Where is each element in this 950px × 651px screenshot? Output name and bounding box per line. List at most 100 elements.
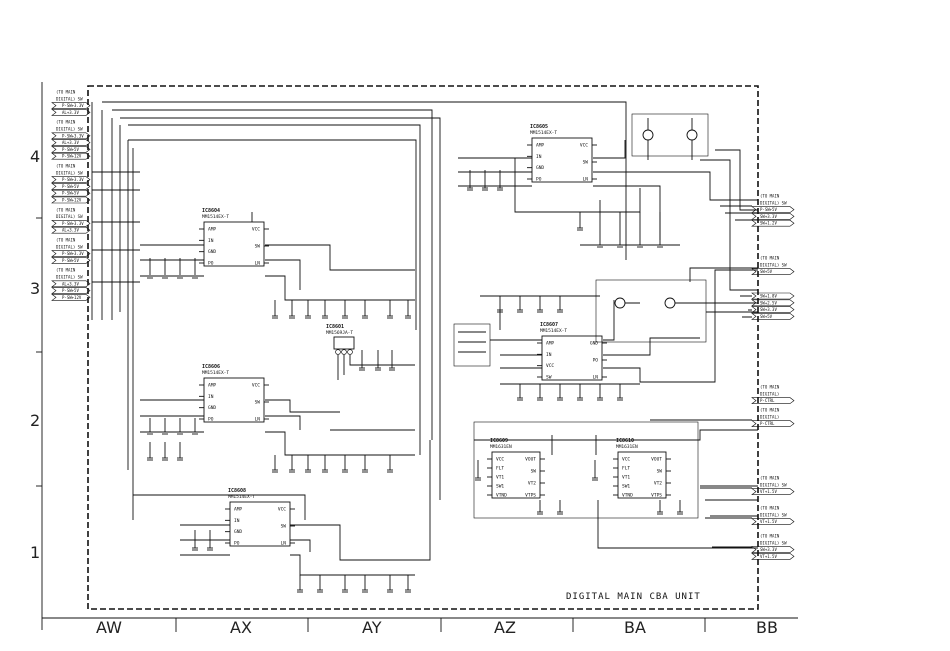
- ic-pin-label: SW: [531, 469, 537, 475]
- ic-pin-label: SW: [255, 244, 261, 250]
- connector-label: P-SW+3.3V: [62, 133, 84, 138]
- ic-pin-label: VCC: [622, 457, 630, 463]
- ic-pin-label: PO: [208, 261, 214, 267]
- ic-pin-label: LN: [255, 417, 261, 423]
- connector-label: SW+1.8V: [760, 294, 777, 299]
- connector-pin: [51, 152, 91, 160]
- ic-pin-label: VT2: [654, 481, 662, 487]
- connector-pin: [51, 139, 91, 146]
- connector-pin: [751, 397, 795, 404]
- connector-label: (TO MAIN: [56, 120, 76, 125]
- ic-pin-label: PO: [536, 177, 542, 183]
- connector-pin: [751, 313, 795, 320]
- connector-label: (TO MAIN: [760, 534, 780, 539]
- connector-label: P-SW+12V: [62, 198, 82, 203]
- ic-pin-label: SW: [546, 375, 552, 381]
- row-label: 2: [30, 411, 40, 430]
- ic-pin-label: IN: [546, 352, 552, 358]
- connector-pin: [751, 488, 795, 495]
- connector-label: DIGITAL) SW: [56, 214, 83, 219]
- ic-pin-label: IN: [536, 154, 542, 160]
- connector-pin: [51, 109, 91, 116]
- connector-pin: [51, 250, 91, 257]
- ic8601-block: IC8601 MM1569JA-T: [326, 324, 415, 380]
- connector-label: AL+3.3V: [62, 228, 79, 233]
- connector-label: P-SW+5V: [62, 191, 79, 196]
- connector-label: VT+1.5V: [760, 554, 777, 559]
- connector-pin: [751, 553, 795, 560]
- connector-pin: [51, 287, 91, 294]
- connector-pin: [751, 299, 795, 307]
- connector-label: DIGITAL) SW: [56, 127, 83, 132]
- connector-label: AL+3.3V: [62, 281, 79, 286]
- connector-pin: [751, 213, 795, 220]
- connector-label: (TO MAIN: [56, 238, 76, 243]
- row-labels: 4 3 2 1: [30, 147, 40, 562]
- connector-pin: [51, 176, 91, 183]
- connector-label: SW+3.3V: [760, 307, 777, 312]
- left-bus-wires: [91, 101, 627, 520]
- ic-pin-label: SW: [583, 160, 589, 166]
- ic-pin-label: VCC: [496, 457, 504, 463]
- ic-name: IC8609: [490, 438, 508, 444]
- ic-pin-label: SW: [255, 400, 261, 406]
- ic-pin-label: SW: [657, 469, 663, 475]
- ic-body: [617, 451, 667, 499]
- row-label: 4: [30, 147, 40, 166]
- connector-label: P-SW+3.3V: [62, 177, 84, 182]
- connector-pin: [51, 226, 91, 234]
- connector-label: SW+3.3V: [760, 214, 777, 219]
- ic-pin-label: VOUT: [525, 457, 536, 463]
- connector-label: (TO MAIN: [760, 408, 780, 413]
- ic-pin-label: GND: [208, 405, 216, 411]
- ic-pin-label: VT1: [496, 475, 504, 481]
- connector-label: (TO MAIN: [760, 506, 780, 511]
- connector-label: DIGITAL) SW: [760, 482, 787, 487]
- board-title: DIGITAL MAIN CBA UNIT: [566, 592, 701, 602]
- connector-label: SW+1.2V: [760, 221, 777, 226]
- ic-pin-label: VTPS: [525, 493, 536, 499]
- connector-label: DIGITAL): [760, 391, 779, 396]
- connector-pin: [751, 219, 795, 227]
- connector-label: SW+5V: [760, 314, 773, 319]
- component-labels: [147, 187, 683, 593]
- connector-label: AL+3.3V: [62, 110, 79, 115]
- connector-label: P-SW+12V: [62, 154, 82, 159]
- connector-pin: [51, 196, 91, 204]
- ic-pin-label: LN: [281, 541, 287, 547]
- ic-pin-label: VCC: [546, 363, 554, 369]
- connector-label: DIGITAL) SW: [760, 540, 787, 545]
- connector-pin: [51, 220, 91, 227]
- connector-label: (TO MAIN: [760, 194, 780, 199]
- ic-body: [203, 377, 265, 423]
- ic-part: MM1569JA-T: [326, 330, 353, 336]
- ic-pin-label: VTND: [496, 493, 507, 499]
- ic-pin-label: SW1: [622, 484, 630, 490]
- ic-pin-label: SW: [281, 524, 287, 530]
- connector-pin: [51, 280, 91, 288]
- ic-pin-label: GND: [536, 165, 544, 171]
- connector-label: (TO MAIN: [56, 164, 76, 169]
- connector-pin: [51, 294, 91, 301]
- connector-pin: [51, 257, 91, 264]
- connector-label: P-SW+3.3V: [62, 103, 84, 108]
- ic-body: [491, 451, 541, 499]
- ic8608-wiring: [133, 440, 431, 590]
- transistor-cluster-mid: [595, 267, 758, 343]
- ic-name: IC8606: [202, 364, 220, 370]
- connector-label: (TO MAIN: [760, 476, 780, 481]
- connector-label: (TO MAIN: [56, 90, 76, 95]
- ic-pin-label: VT2: [528, 481, 536, 487]
- ic-part: MM1514EX-T: [540, 328, 567, 334]
- ic-pin-label: AMP: [234, 507, 242, 513]
- connector-label: P-SW+5V: [62, 184, 79, 189]
- ic8607-wiring: [453, 269, 758, 398]
- ic-pin-label: IN: [208, 238, 214, 244]
- connector-pin: [751, 268, 795, 275]
- connector-label: DIGITAL) SW: [56, 275, 83, 280]
